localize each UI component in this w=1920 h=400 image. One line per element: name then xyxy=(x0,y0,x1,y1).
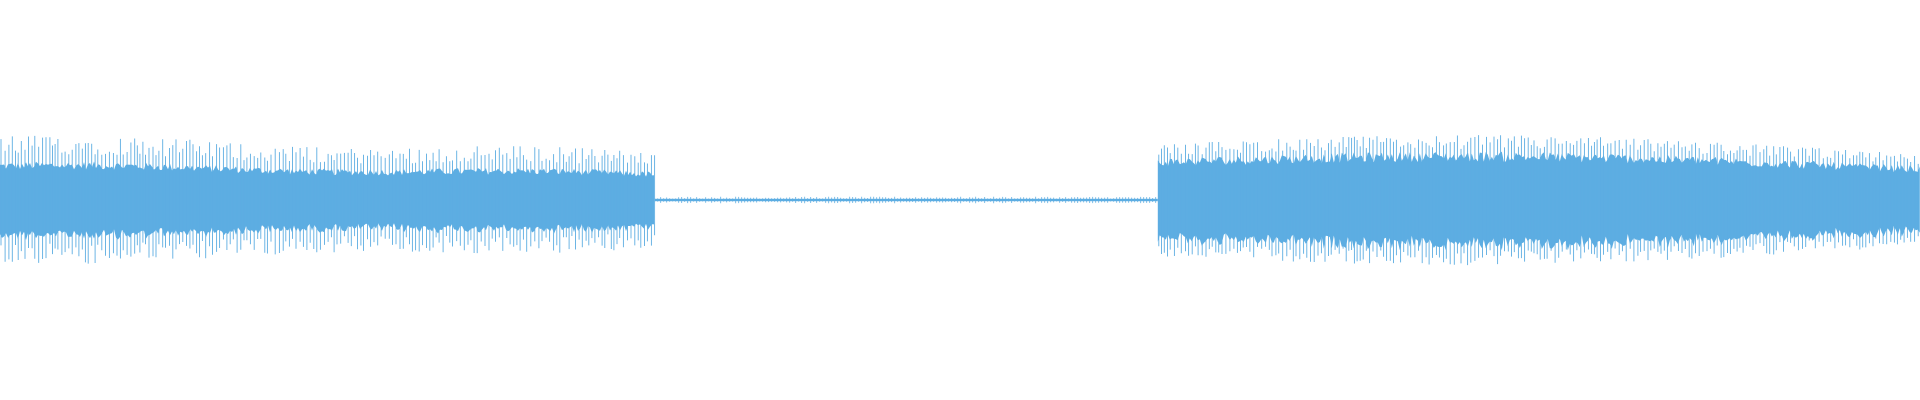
waveform-body xyxy=(0,161,654,240)
waveform-body xyxy=(1157,151,1920,251)
waveform-peaks xyxy=(1158,135,1919,266)
waveform-segment-audio xyxy=(0,135,656,264)
waveform-segment-silence xyxy=(654,196,1158,204)
waveform-segments xyxy=(0,135,1920,266)
waveform-segment-audio xyxy=(1157,135,1920,266)
waveform-peaks xyxy=(0,135,656,264)
silence-line xyxy=(654,198,1158,202)
silence-noise xyxy=(654,196,1157,204)
